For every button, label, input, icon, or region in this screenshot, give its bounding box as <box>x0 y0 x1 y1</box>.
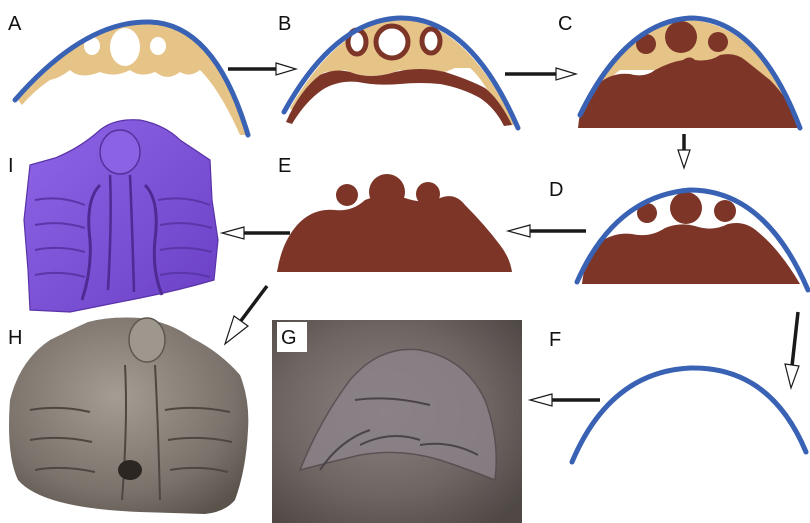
panel-d: D <box>549 179 808 290</box>
arrow-c-to-d <box>678 134 690 168</box>
panel-a-hole-right <box>150 37 166 55</box>
panel-label-e: E <box>278 155 291 177</box>
panel-d-vessel-right <box>714 200 736 222</box>
panel-h: H <box>4 318 248 515</box>
panel-i: I <box>8 120 218 312</box>
arrow-e-to-h <box>225 286 267 344</box>
panel-e-vessel-left <box>336 184 358 206</box>
panel-h-specimen-photo <box>9 318 248 515</box>
panel-label-h: H <box>8 327 22 349</box>
panel-b-vessel-center <box>376 26 408 58</box>
panel-d-vessel-center <box>670 192 702 224</box>
arrow-d-to-e <box>508 225 586 237</box>
panel-f-shell <box>572 368 806 462</box>
panel-label-b: B <box>278 13 291 35</box>
panel-d-infill <box>582 223 800 284</box>
panel-label-a: A <box>8 13 22 35</box>
panel-a-hole-center <box>110 28 140 66</box>
panel-e-vessel-right <box>416 182 440 206</box>
panel-g: G <box>272 320 522 523</box>
panel-label-c: C <box>558 13 572 35</box>
arrow-a-to-b <box>228 63 296 75</box>
panel-label-g: G <box>281 327 297 349</box>
panel-b-infill-layer <box>286 69 512 126</box>
panel-c-vessel-right <box>708 32 728 52</box>
panel-i-central-boss <box>100 130 140 174</box>
panel-h-central-boss <box>129 318 165 362</box>
panel-f: F <box>549 329 806 462</box>
panel-label-f: F <box>549 329 561 351</box>
panel-a: A <box>8 13 248 135</box>
panel-c: C <box>558 13 800 128</box>
panel-b-vessel-right <box>422 29 440 53</box>
panel-e: E <box>277 155 512 272</box>
panel-label-i: I <box>8 155 14 177</box>
arrow-b-to-c <box>505 68 576 80</box>
panel-label-d: D <box>549 179 563 201</box>
panel-e-vessel-center <box>369 174 405 210</box>
arrow-d-to-f <box>785 312 799 388</box>
arrow-f-to-g <box>530 394 600 406</box>
arrow-e-to-i <box>222 227 290 239</box>
panel-b: B <box>278 13 518 128</box>
panel-h-dark-pit <box>118 460 142 480</box>
panel-c-vessel-center <box>665 21 697 53</box>
